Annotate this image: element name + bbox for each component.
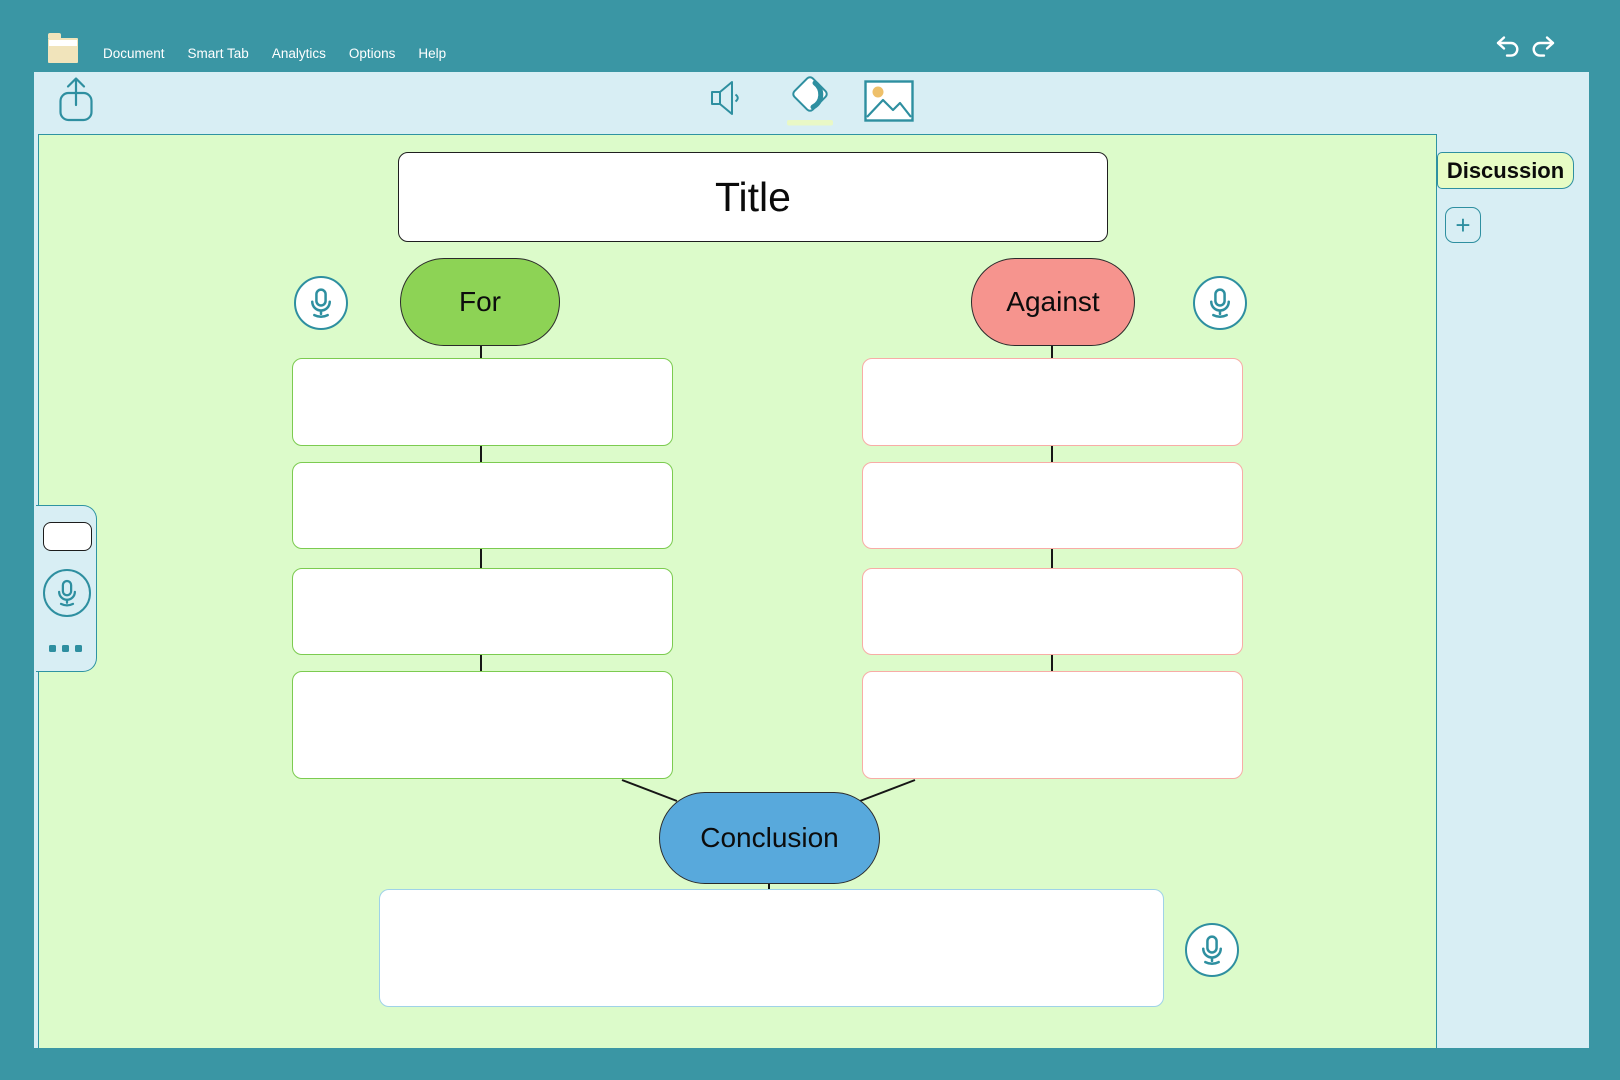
- title-node[interactable]: Title: [398, 152, 1108, 242]
- menu-item-help[interactable]: Help: [418, 46, 447, 61]
- fill-color-icon: [787, 76, 833, 126]
- mic-button-conclusion[interactable]: [1185, 923, 1239, 977]
- against-point-box-1[interactable]: [862, 358, 1243, 446]
- against-point-box-3[interactable]: [862, 568, 1243, 655]
- mic-button-against[interactable]: [1193, 276, 1247, 330]
- add-discussion-button[interactable]: +: [1445, 207, 1481, 243]
- menu: Document Smart Tab Analytics Options Hel…: [103, 46, 446, 61]
- conclusion-label: Conclusion: [700, 822, 839, 853]
- menu-item-options[interactable]: Options: [348, 46, 396, 61]
- image-button[interactable]: [864, 80, 914, 122]
- menu-item-document[interactable]: Document: [103, 46, 165, 61]
- left-tool-panel: [36, 505, 97, 672]
- menu-item-smart-tab[interactable]: Smart Tab: [187, 46, 249, 61]
- undo-icon: [1496, 36, 1519, 57]
- panel-mic-button[interactable]: [43, 569, 91, 617]
- menubar: Document Smart Tab Analytics Options Hel…: [0, 0, 1620, 72]
- fill-color-button[interactable]: [786, 68, 834, 128]
- for-point-box-2[interactable]: [292, 462, 673, 549]
- fill-color-swatch: [787, 120, 833, 126]
- more-dots-icon: [49, 645, 82, 652]
- redo-button[interactable]: [1528, 33, 1558, 61]
- conclusion-node[interactable]: Conclusion: [659, 792, 880, 884]
- microphone-icon: [311, 288, 331, 318]
- image-icon: [864, 80, 914, 122]
- plus-icon: +: [1455, 209, 1471, 240]
- tab-discussion[interactable]: Discussion: [1437, 152, 1574, 189]
- microphone-icon: [58, 579, 76, 607]
- menu-item-analytics[interactable]: Analytics: [271, 46, 326, 61]
- microphone-icon: [1210, 288, 1230, 318]
- speaker-icon: [711, 81, 739, 115]
- conclusion-text-box[interactable]: [379, 889, 1164, 1007]
- against-label: Against: [1006, 286, 1100, 317]
- share-icon: [59, 77, 93, 122]
- redo-icon: [1532, 36, 1555, 57]
- for-point-box-1[interactable]: [292, 358, 673, 446]
- undo-button[interactable]: [1493, 33, 1523, 61]
- share-button[interactable]: [56, 74, 96, 124]
- against-node[interactable]: Against: [971, 258, 1135, 346]
- tab-discussion-label: Discussion: [1446, 157, 1565, 183]
- title-text: Title: [715, 173, 791, 220]
- for-point-box-3[interactable]: [292, 568, 673, 655]
- folder-icon[interactable]: [48, 33, 78, 63]
- shape-node-button[interactable]: [43, 522, 92, 551]
- microphone-icon: [1202, 935, 1222, 965]
- against-point-box-2[interactable]: [862, 462, 1243, 549]
- mic-button-for[interactable]: [294, 276, 348, 330]
- speaker-button[interactable]: [703, 75, 749, 121]
- for-point-box-4[interactable]: [292, 671, 673, 779]
- for-label: For: [459, 286, 501, 317]
- against-point-box-4[interactable]: [862, 671, 1243, 779]
- more-options-button[interactable]: [49, 645, 82, 652]
- for-node[interactable]: For: [400, 258, 560, 346]
